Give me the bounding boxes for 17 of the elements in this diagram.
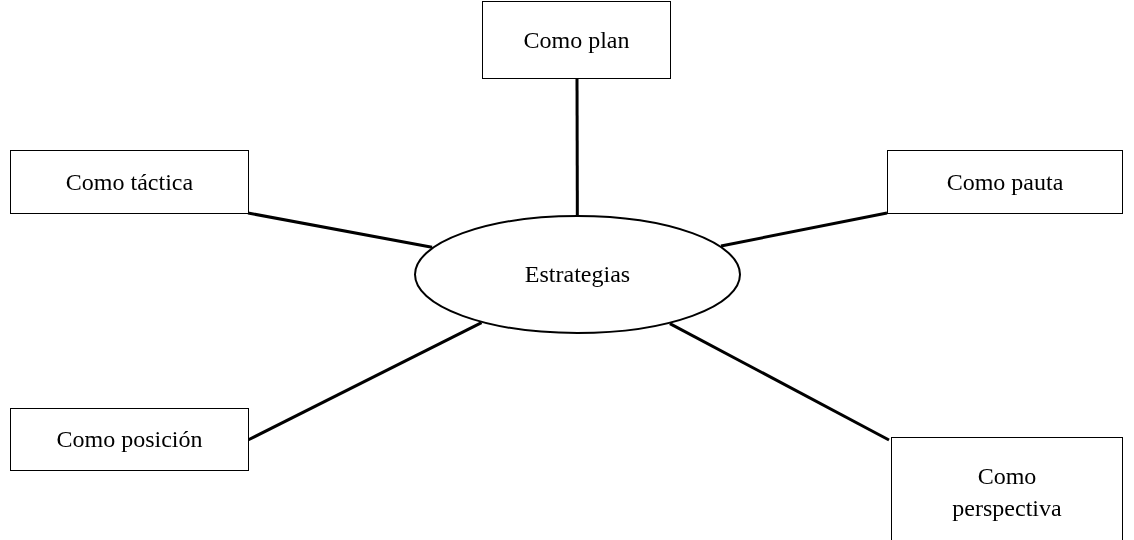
- connector-line: [247, 321, 483, 442]
- node-label: Como plan: [523, 25, 630, 55]
- connector-line: [575, 78, 579, 215]
- connector-line: [669, 322, 890, 442]
- node-label: Como pauta: [946, 167, 1064, 197]
- connector-line: [247, 211, 433, 249]
- ellipse-node: [414, 215, 741, 334]
- node-label: Como posición: [56, 425, 203, 455]
- text-box: [10, 408, 249, 471]
- text-box: [10, 150, 249, 214]
- text-box: [482, 1, 671, 79]
- node-label: Estrategias: [524, 260, 631, 290]
- node-label: Como perspectiva: [951, 461, 1063, 523]
- text-box: [891, 437, 1123, 540]
- text-box: [887, 150, 1123, 214]
- node-label: Como táctica: [65, 167, 194, 197]
- connector-line: [720, 211, 888, 248]
